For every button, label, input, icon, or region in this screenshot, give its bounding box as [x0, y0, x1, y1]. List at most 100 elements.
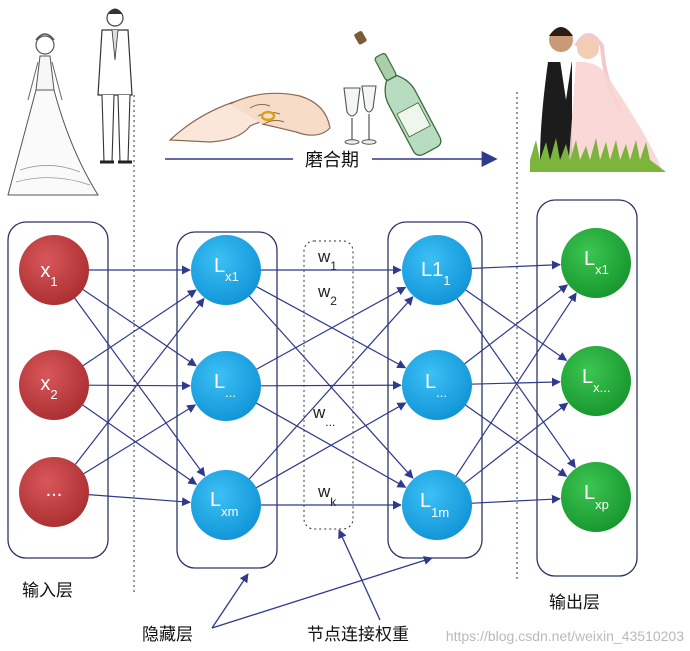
node-label: L [210, 489, 221, 511]
svg-text:Lx1: Lx1 [584, 248, 609, 277]
node-label: L [425, 371, 436, 393]
weight-label: w [317, 482, 331, 501]
node-label: L [584, 482, 595, 504]
input-node: x1 [19, 235, 89, 305]
svg-text:L1m: L1m [420, 490, 449, 520]
svg-text:Lx1: Lx1 [214, 255, 239, 284]
node-label: L1 [421, 259, 443, 281]
ring-hands-icon [168, 92, 331, 143]
connection-arrow [462, 284, 569, 366]
connection-arrow [455, 296, 576, 469]
node-label: L [214, 255, 225, 277]
node-subscript: x1 [225, 269, 239, 284]
bride-groom-icon [7, 8, 133, 196]
node-label: x [40, 260, 50, 282]
input-node: x2 [19, 350, 89, 420]
hidden-layer-2-box [387, 221, 483, 559]
watermark: https://blog.csdn.net/weixin_43510203 [446, 628, 684, 644]
connections [73, 260, 577, 510]
node-label: ... [46, 479, 63, 501]
connection-arrow [80, 403, 198, 485]
hidden-layer-1: Lx1 L... Lxm [191, 235, 261, 540]
node-subscript: 1m [431, 505, 449, 520]
champagne-icon [343, 31, 442, 156]
node-subscript: x1 [595, 262, 609, 277]
connection-arrow [463, 403, 568, 477]
svg-text:w2: w2 [317, 282, 337, 308]
connection-arrow [469, 494, 561, 504]
pointer-arrow [338, 529, 381, 621]
weight-labels: w1 w2 w... wk [312, 247, 337, 509]
hidden-node: L... [191, 351, 261, 421]
connection-arrow [454, 292, 577, 478]
hidden-layer-2: L11 L... L1m [402, 235, 472, 540]
weight-subscript: 2 [330, 294, 337, 308]
connection-arrow [254, 401, 407, 488]
node-subscript: ... [436, 385, 447, 400]
node-subscript: xm [221, 504, 238, 519]
wedding-couple-icon [530, 27, 666, 172]
weights-box [303, 240, 354, 530]
svg-text:x1: x1 [40, 260, 57, 289]
connection-arrow [247, 296, 414, 481]
connection-arrow [258, 380, 402, 390]
output-layer-box [536, 199, 638, 577]
svg-text:L...: L... [425, 371, 447, 400]
node-subscript: xp [595, 497, 609, 512]
hidden-node: L11 [402, 235, 472, 305]
weight-label: w [317, 247, 331, 266]
node-label: x [40, 373, 50, 395]
pointer-arrow [211, 556, 433, 629]
connection-arrow [247, 294, 414, 479]
svg-text:Lx...: Lx... [582, 366, 610, 395]
connection-arrow [81, 288, 197, 367]
connection-arrow [73, 296, 206, 477]
svg-text:L...: L... [214, 371, 236, 400]
connection-arrow [254, 286, 407, 371]
hidden-node: Lxm [191, 470, 261, 540]
hidden-layer-1-box [176, 231, 278, 569]
svg-text:w...: w... [312, 403, 335, 429]
node-subscript: 1 [50, 274, 57, 289]
weight-label: w [312, 403, 326, 422]
node-subscript: 1 [443, 273, 450, 288]
connection-arrow [81, 289, 197, 368]
node-subscript: ... [225, 385, 236, 400]
connection-arrow [254, 402, 407, 490]
output-layer: Lx1 Lx... Lxp [561, 228, 631, 532]
connection-arrow [469, 377, 561, 387]
output-node: Lx... [561, 346, 631, 416]
weight-label: w [317, 282, 331, 301]
input-node: ... [19, 457, 89, 527]
node-label: L [214, 371, 225, 393]
hidden-node: Lx1 [191, 235, 261, 305]
weight-subscript: k [330, 495, 337, 509]
weights-label: 节点连接权重 [307, 625, 409, 644]
svg-text:Lxm: Lxm [210, 489, 238, 519]
connection-arrow [86, 381, 191, 391]
svg-text:x2: x2 [40, 373, 57, 402]
svg-text:Lxp: Lxp [584, 482, 609, 512]
connection-arrow [469, 260, 561, 270]
weight-subscript: ... [325, 415, 335, 429]
node-subscript: 2 [50, 387, 57, 402]
connection-arrow [86, 493, 191, 507]
connection-arrow [462, 402, 569, 486]
output-node: Lxp [561, 462, 631, 532]
output-layer-label: 输出层 [549, 593, 600, 612]
input-layer: x1 x2 ... [19, 235, 89, 527]
connection-arrow [254, 285, 407, 369]
run-in-label: 磨合期 [305, 150, 359, 170]
input-layer-label: 输入层 [22, 581, 73, 600]
pointer-arrows [211, 529, 433, 629]
hidden-node: L1m [402, 470, 472, 540]
connection-arrow [73, 297, 205, 467]
input-layer-box [7, 221, 109, 559]
hidden-layer-label: 隐藏层 [142, 625, 193, 644]
node-subscript: x... [593, 380, 610, 395]
node-label: L [584, 248, 595, 270]
output-node: Lx1 [561, 228, 631, 298]
hidden-node: L... [402, 350, 472, 420]
svg-text:wk: wk [317, 482, 337, 509]
